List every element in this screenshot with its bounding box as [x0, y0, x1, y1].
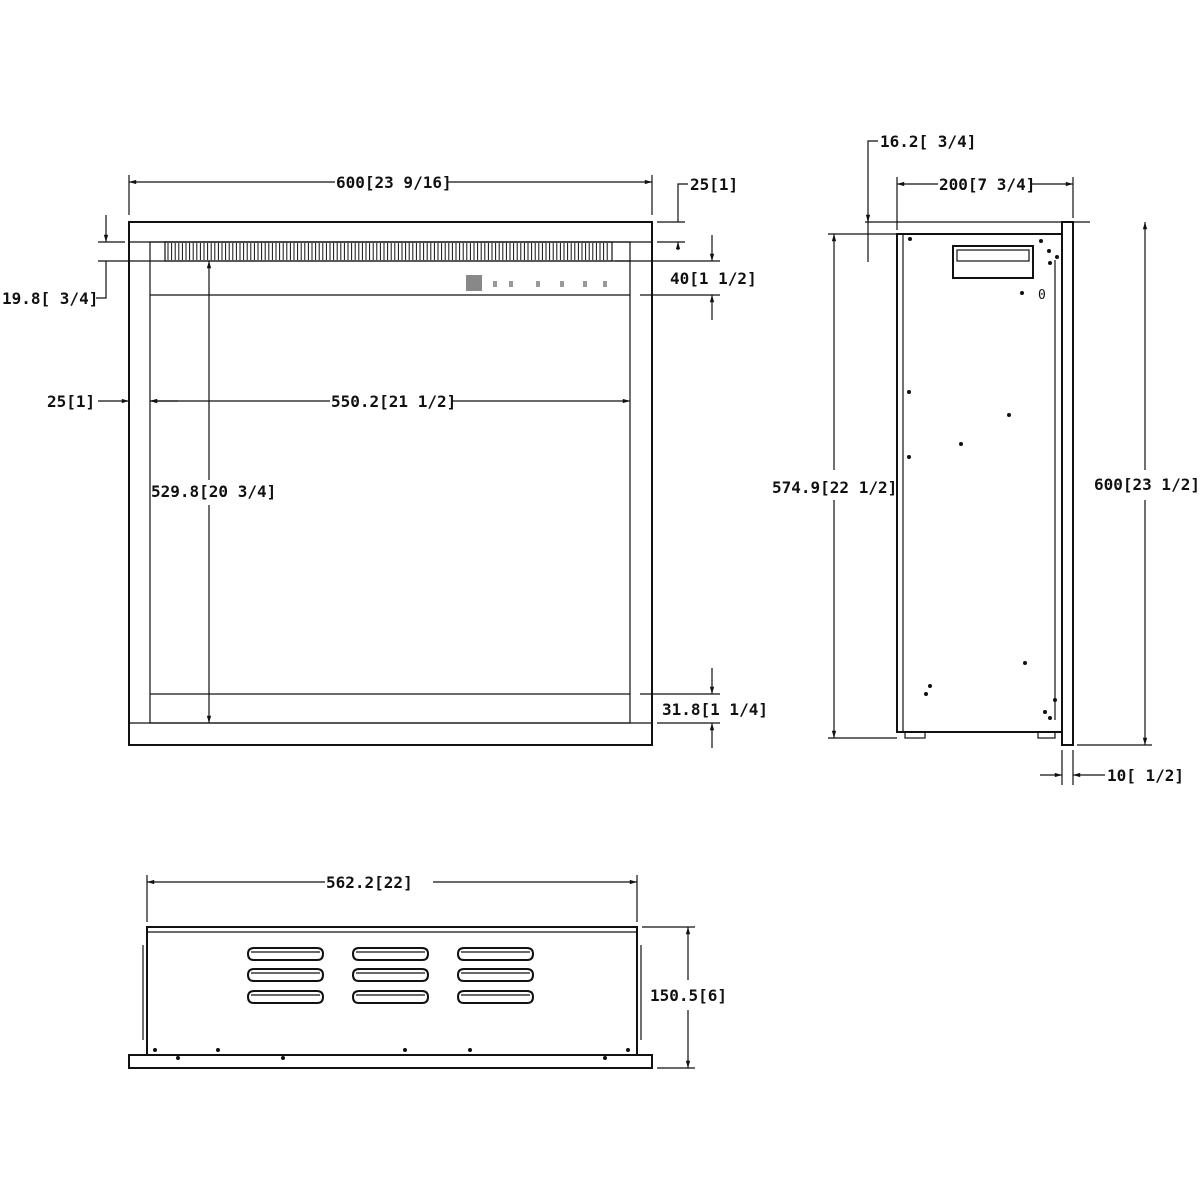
louver: [351, 947, 430, 961]
screw-hole: [907, 390, 911, 394]
screw-hole: [928, 684, 932, 688]
side-marking: 0: [1038, 288, 1046, 303]
front-outer-frame: [128, 221, 653, 746]
screw-hole: [603, 1056, 607, 1060]
dim-top-offset: 16.2[ 3/4]: [880, 132, 976, 151]
screw-hole: [281, 1056, 285, 1060]
bottom-screw-holes: [153, 1048, 630, 1060]
screw-hole: [1007, 413, 1011, 417]
control-button: [583, 281, 587, 287]
control-panel-display: [466, 275, 482, 291]
dim-front-panel: 10[ 1/2]: [1107, 766, 1184, 785]
dim-opening-width: 550.2[21 1/2]: [331, 392, 456, 411]
screw-hole: [176, 1056, 180, 1060]
screw-hole: [403, 1048, 407, 1052]
top-vent-grille: [167, 243, 608, 260]
screw-hole: [1048, 716, 1052, 720]
bottom-view: 562.2[22] 150.5[6]: [128, 873, 727, 1069]
dim-bottom-band: 31.8[1 1/4]: [662, 700, 768, 719]
side-body: [896, 233, 1063, 733]
louver: [246, 947, 325, 961]
louver: [246, 968, 325, 982]
control-button: [536, 281, 540, 287]
dim-opening-height: 529.8[20 3/4]: [151, 482, 276, 501]
dim-side-frame: 25[1]: [47, 392, 95, 411]
control-button: [493, 281, 497, 287]
side-slot: [952, 245, 1034, 279]
control-button: [560, 281, 564, 287]
louver: [456, 947, 535, 961]
dim-control-band: 40[1 1/2]: [670, 269, 757, 288]
dim-overall-width: 600[23 9/16]: [336, 173, 452, 192]
screw-hole: [907, 455, 911, 459]
control-button: [509, 281, 513, 287]
screw-hole: [959, 442, 963, 446]
louver: [456, 968, 535, 982]
louver: [456, 990, 535, 1004]
screw-hole: [216, 1048, 220, 1052]
screw-hole: [1039, 239, 1043, 243]
dim-bottom-height: 150.5[6]: [650, 986, 727, 1005]
louver: [351, 990, 430, 1004]
dim-vent-height: 19.8[ 3/4]: [2, 289, 98, 308]
screw-hole: [153, 1048, 157, 1052]
screw-hole: [924, 692, 928, 696]
side-front-panel: [1061, 221, 1074, 746]
control-button: [603, 281, 607, 287]
bottom-louvers: [246, 947, 535, 1004]
louver: [351, 968, 430, 982]
screw-hole: [1048, 261, 1052, 265]
screw-hole: [1043, 710, 1047, 714]
screw-hole: [1053, 698, 1057, 702]
screw-hole: [1047, 249, 1051, 253]
screw-hole: [626, 1048, 630, 1052]
dim-body-height: 574.9[22 1/2]: [772, 478, 897, 497]
screw-hole: [908, 237, 912, 241]
dim-bottom-width: 562.2[22]: [326, 873, 413, 892]
side-view: 0 16.2[ 3/4] 200[7 3/4] 574.9[22 1/2] 60…: [772, 132, 1200, 785]
front-view: 600[23 9/16] 25[1] 19.8[ 3/4] 40[1 1/2] …: [2, 173, 768, 748]
screw-hole: [1023, 661, 1027, 665]
dim-overall-height: 600[23 1/2]: [1094, 475, 1200, 494]
bottom-base-plate: [128, 1054, 653, 1069]
screw-hole: [1055, 255, 1059, 259]
screw-hole: [1020, 291, 1024, 295]
louver: [246, 990, 325, 1004]
control-buttons: [493, 281, 607, 287]
screw-hole: [468, 1048, 472, 1052]
dim-top-frame: 25[1]: [690, 175, 738, 194]
dim-depth: 200[7 3/4]: [939, 175, 1035, 194]
side-screw-holes: [907, 237, 1059, 720]
